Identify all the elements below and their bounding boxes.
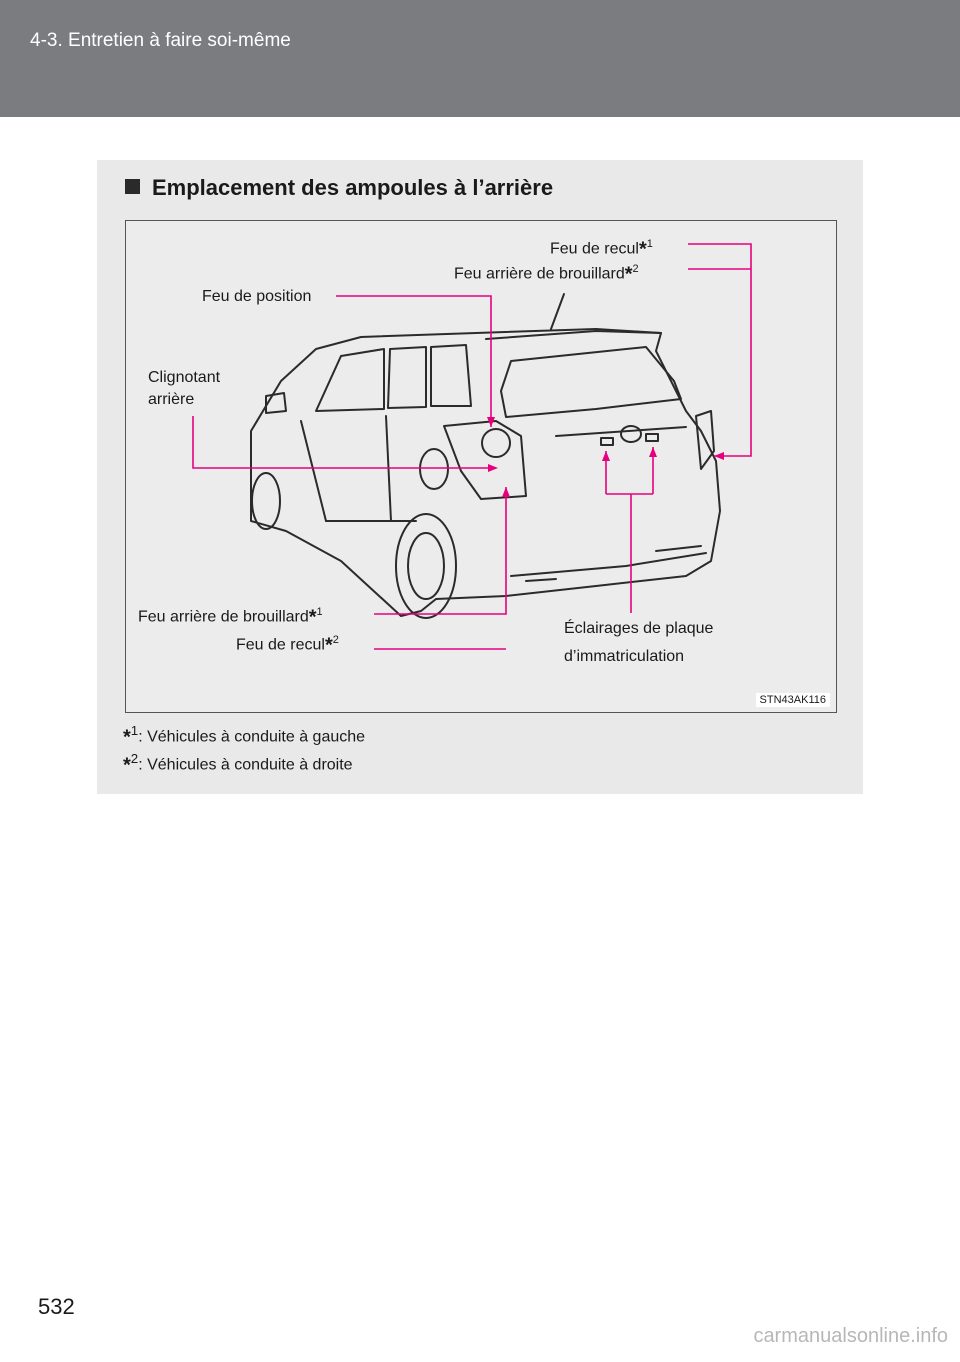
footnote-star: * — [624, 263, 633, 286]
footnote-star: * — [123, 726, 131, 749]
footnote-star: * — [324, 634, 333, 657]
leader-lines — [192, 243, 752, 650]
content-panel: Emplacement des ampoules à l’arrière — [97, 160, 863, 794]
car-rear-figure: Feu de recul*1 Feu arrière de brouillard… — [125, 220, 837, 713]
car-outline — [250, 293, 721, 619]
footnote-marker-1: 1 — [316, 606, 323, 618]
footnote-marker-2: 2 — [632, 263, 639, 275]
watermark: carmanualsonline.info — [753, 1325, 948, 1347]
footnote-2-text: : Véhicules à conduite à droite — [138, 756, 353, 774]
footnote-star: * — [638, 238, 647, 261]
label-plate-light-line2: d’immatriculation — [564, 648, 685, 665]
label-backup-light-rhd-text: Feu de recul — [236, 636, 325, 654]
section-title: Emplacement des ampoules à l’arrière — [125, 175, 553, 201]
footnote-1-text: : Véhicules à conduite à gauche — [138, 728, 366, 746]
header-title: 4-3. Entretien à faire soi-même — [30, 30, 291, 51]
footnote-1: *1: Véhicules à conduite à gauche — [123, 720, 365, 748]
label-rear-fog-rhd: Feu arrière de brouillard*2 — [454, 259, 639, 284]
footnote-star: * — [123, 754, 131, 777]
label-rear-fog-lhd-text: Feu arrière de brouillard — [138, 608, 309, 626]
car-illustration — [192, 243, 752, 650]
label-backup-light-lhd-text: Feu de recul — [550, 240, 639, 258]
footnote-marker-1: 1 — [646, 238, 653, 250]
footnote-marker-2: 2 — [332, 634, 339, 646]
section-title-text: Emplacement des ampoules à l’arrière — [152, 175, 554, 200]
figure-id: STN43AK116 — [755, 693, 830, 707]
label-position-light: Feu de position — [202, 288, 312, 305]
leader-arrowheads — [487, 417, 724, 497]
label-backup-light-rhd: Feu de recul*2 — [236, 630, 339, 655]
label-turn-signal-line1: Clignotant — [148, 369, 221, 386]
page-header: 4-3. Entretien à faire soi-même — [0, 0, 960, 117]
page-number: 532 — [38, 1294, 75, 1319]
footnote-marker-1: 1 — [130, 723, 139, 738]
label-rear-fog-rhd-text: Feu arrière de brouillard — [454, 265, 625, 283]
footnote-star: * — [308, 606, 317, 629]
label-plate-light-line1: Éclairages de plaque — [564, 620, 714, 637]
footnote-marker-2: 2 — [130, 751, 139, 767]
footnote-2: *2: Véhicules à conduite à droite — [123, 748, 365, 776]
label-turn-signal-line2: arrière — [148, 391, 195, 408]
label-backup-light-lhd: Feu de recul*1 — [550, 234, 653, 259]
footnotes: *1: Véhicules à conduite à gauche *2: Vé… — [123, 720, 365, 777]
square-bullet-icon — [125, 179, 140, 194]
label-rear-fog-lhd: Feu arrière de brouillard*1 — [138, 602, 323, 627]
